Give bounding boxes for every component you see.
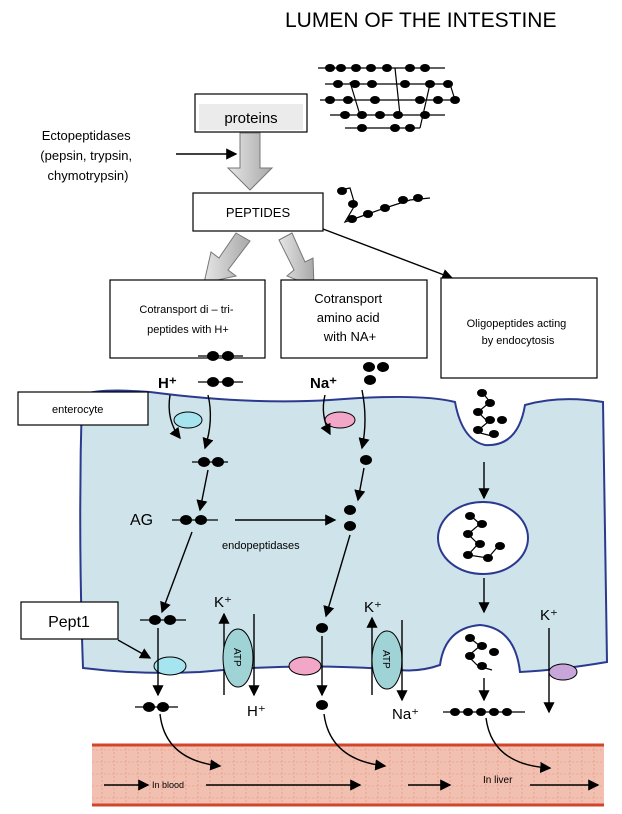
na-influx-arrow (320, 394, 331, 436)
h-transporter-channel (173, 411, 203, 429)
ag-dipeptide-icon (172, 515, 218, 525)
k-plus-left: K⁺ (214, 594, 232, 611)
amino-acid-dot (360, 455, 372, 465)
k-channel-right (548, 663, 578, 681)
na-plus-top: Na⁺ (310, 375, 337, 392)
k-plus-right: K⁺ (540, 607, 558, 624)
aa-out-dot (316, 700, 328, 710)
oligopeptide-cluster-top (473, 389, 507, 438)
enterocyte-label: enterocyte (52, 404, 103, 416)
cotransport-aa-label: Cotransport amino acid with NA+ (314, 291, 386, 344)
aa-basal-dot (316, 623, 328, 633)
k-plus-mid: K⁺ (364, 599, 382, 616)
aa-basal-channel (288, 656, 322, 676)
dipeptide-to-basal-arrow (160, 531, 193, 614)
cotransport-di-box (109, 279, 266, 359)
aa-influx-arrow (358, 389, 370, 450)
peptide-chain-icon (337, 187, 431, 224)
amino-acid-top-icon (363, 362, 389, 385)
dipeptide-top-icon (198, 351, 243, 387)
pept1-pointer-arrow (117, 639, 152, 659)
na-transporter-channel (324, 411, 356, 429)
oligopeptides-label: Oligopeptides acting by endocytosis (467, 318, 570, 347)
gray-arrow-down (226, 132, 274, 191)
pept1-channel (153, 656, 187, 676)
endopeptidases-label: endopeptidases (222, 540, 300, 552)
cotransport-di-label: Cotransport di – tri- peptides with H+ (139, 304, 236, 336)
pept1-label: Pept1 (48, 614, 90, 631)
oligopeptides-box (440, 277, 598, 379)
protein-chain-icon (318, 64, 460, 132)
aa-to-basal-arrow (323, 534, 351, 618)
gray-arrow-left (203, 232, 251, 284)
endocytosis-arrow (322, 228, 454, 280)
gray-arrow-right (278, 232, 315, 288)
na-plus-bottom: Na⁺ (392, 706, 419, 723)
pept1-box (20, 601, 119, 640)
oligopeptide-to-blood-arrow (485, 717, 552, 774)
atp-label-right: ATP (380, 650, 391, 669)
ectopeptidases-label: Ectopeptidases (pepsin, trypsin, chymotr… (40, 128, 135, 183)
h-plus-bottom: H⁺ (247, 703, 266, 720)
oligopeptide-cluster-exocytosis (465, 634, 499, 671)
proteins-label: proteins (224, 110, 277, 127)
oligopeptide-cluster-vesicle (463, 512, 505, 562)
h-plus-top: H⁺ (158, 375, 177, 392)
h-influx-arrow (168, 394, 181, 440)
in-blood-label: In blood (152, 780, 184, 790)
cotransport-aa-box (280, 279, 428, 359)
peptides-box (192, 192, 324, 232)
page-title: LUMEN OF THE INTESTINE (285, 9, 556, 32)
oligopeptide-chain-out (443, 708, 525, 716)
aa-to-blood-arrow (323, 713, 387, 771)
peptides-label: PEPTIDES (226, 205, 291, 220)
aa-down-arrow (354, 467, 366, 502)
enterocyte-box (17, 391, 149, 426)
atp-label-left: ATP (231, 648, 242, 667)
dipeptide-out-icon (135, 702, 178, 712)
dipeptide-down-arrow (196, 469, 209, 512)
in-liver-label: In liver (483, 775, 513, 786)
dipeptide-basal-icon (140, 615, 186, 625)
ag-label: AG (130, 512, 153, 529)
dipeptide-influx-arrow (202, 394, 214, 450)
aa-pair-icon (344, 505, 356, 531)
endocytic-vesicle (437, 501, 529, 575)
dipeptide-to-blood-arrow (159, 713, 222, 771)
atp-pump-left (222, 628, 254, 688)
dipeptide-inside-icon (192, 457, 228, 467)
